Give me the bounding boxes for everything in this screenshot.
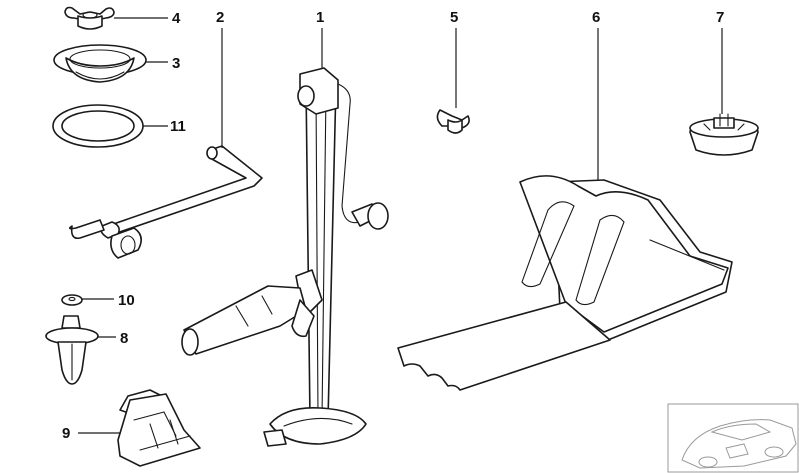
wing-nut-top-drawing bbox=[64, 6, 115, 30]
callout-9: 9 bbox=[62, 425, 70, 442]
callout-2: 2 bbox=[216, 9, 224, 26]
callout-5: 5 bbox=[450, 9, 458, 26]
holder-clip-drawing bbox=[117, 389, 201, 467]
callout-3: 3 bbox=[172, 55, 180, 72]
crank-handle-drawing bbox=[68, 145, 263, 259]
cup-washer-drawing bbox=[53, 44, 147, 83]
sealing-ring-drawing bbox=[52, 104, 144, 148]
callout-4: 4 bbox=[172, 10, 181, 27]
jack-drawing bbox=[181, 67, 389, 447]
callout-6: 6 bbox=[592, 9, 600, 26]
washer-drawing bbox=[61, 294, 83, 306]
rubber-buffer-drawing bbox=[689, 113, 759, 156]
vehicle-inset bbox=[667, 403, 799, 473]
callout-1: 1 bbox=[316, 9, 324, 26]
callout-7: 7 bbox=[716, 9, 724, 26]
callout-11: 11 bbox=[170, 118, 186, 135]
expanding-rivet-drawing bbox=[45, 315, 99, 385]
wing-nut-drawing bbox=[436, 109, 470, 134]
callout-10: 10 bbox=[118, 292, 135, 309]
wheel-chock-drawing bbox=[397, 175, 733, 391]
callout-8: 8 bbox=[120, 330, 128, 347]
